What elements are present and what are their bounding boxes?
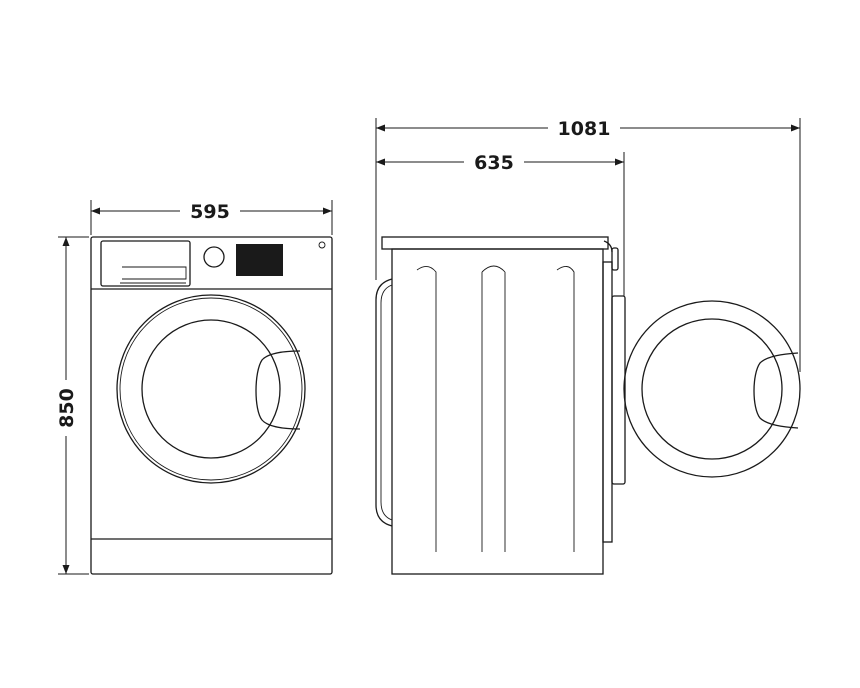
program-knob [203, 246, 225, 268]
width-label: 595 [190, 201, 230, 223]
back-bulge-inner [380, 284, 393, 521]
front-view [90, 236, 333, 575]
side-body [391, 248, 604, 575]
door-outer-ring [116, 294, 306, 484]
detergent-drawer [100, 240, 191, 287]
side-rib-1 [416, 266, 437, 552]
power-button [318, 241, 326, 249]
open-door-outer [623, 300, 801, 478]
side-top-lid [381, 236, 609, 250]
front-body-outline [90, 236, 333, 575]
open-door-handle [753, 352, 799, 429]
open-door-glass [641, 318, 783, 460]
door-ring-inner-edge [119, 297, 303, 481]
door-hinge-edge [611, 295, 626, 485]
door-handle [255, 350, 301, 430]
open-door [623, 300, 801, 478]
side-view [375, 236, 626, 575]
depth-dimension: 635 [375, 152, 625, 296]
back-bulge [375, 278, 393, 527]
height-dimension: 850 [56, 236, 89, 575]
open-depth-dimension: 1081 [375, 118, 801, 372]
side-rib-3 [556, 266, 575, 552]
display-screen [236, 244, 283, 276]
width-dimension: 595 [90, 200, 333, 235]
open-depth-label: 1081 [558, 118, 611, 140]
side-knob [611, 247, 619, 271]
door-glass [141, 319, 281, 459]
depth-label: 635 [474, 152, 514, 174]
drawer-handle [122, 266, 187, 280]
front-bezel [602, 261, 613, 543]
height-label: 850 [56, 388, 78, 428]
side-rib-2 [481, 265, 506, 552]
